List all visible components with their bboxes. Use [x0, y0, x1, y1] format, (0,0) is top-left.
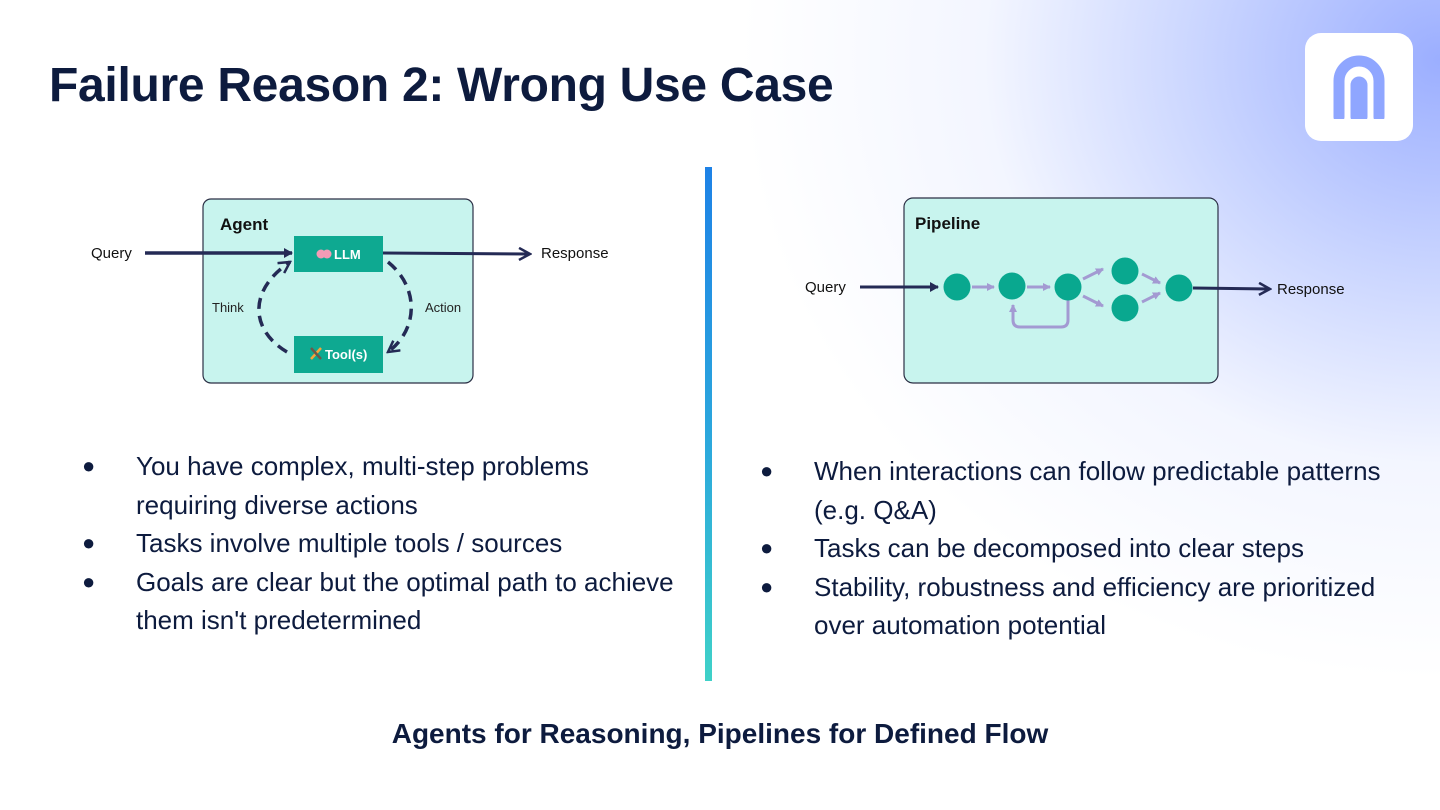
pipeline-box-label: Pipeline	[915, 214, 980, 233]
bullet-icon: ●	[82, 568, 96, 594]
bullet-icon: ●	[82, 453, 96, 478]
pipeline-response-arrow	[1192, 288, 1270, 289]
tool-node	[294, 336, 383, 373]
pipeline-edge-3-5	[1082, 294, 1104, 308]
pipeline-response-label: Response	[1277, 281, 1345, 298]
bullet-icon: ●	[760, 535, 774, 560]
pipeline-use-cases-list: ●When interactions can follow predictabl…	[760, 452, 1400, 645]
agent-box-label: Agent	[220, 215, 269, 234]
brain-icon	[316, 249, 332, 259]
bullet-icon: ●	[760, 458, 774, 483]
brand-logo-icon	[1333, 55, 1385, 119]
bullet-icon: ●	[82, 530, 96, 555]
pipeline-query-label: Query	[805, 279, 846, 296]
pipeline-node-4	[1111, 257, 1139, 285]
list-item: ●Stability, robustness and efficiency ar…	[760, 568, 1400, 645]
pipeline-node-3	[1054, 273, 1082, 301]
pipeline-edge-5-6	[1141, 291, 1161, 304]
list-item: ●When interactions can follow predictabl…	[760, 452, 1400, 529]
bullet-icon: ●	[760, 573, 774, 599]
pipeline-edge-3-4	[1082, 267, 1104, 281]
agent-use-cases-list: ●You have complex, multi-step problems r…	[82, 447, 682, 640]
llm-label: LLM	[334, 247, 361, 262]
think-loop-arrow	[257, 260, 290, 354]
pipeline-edge-4-6	[1141, 272, 1161, 285]
column-divider	[705, 167, 712, 681]
list-item: ●Tasks can be decomposed into clear step…	[760, 529, 1400, 568]
llm-node	[294, 236, 383, 272]
agent-response-arrow	[382, 253, 530, 254]
list-item: ●You have complex, multi-step problems r…	[82, 447, 682, 524]
action-label: Action	[425, 300, 461, 315]
brand-logo	[1305, 33, 1413, 141]
pipeline-node-5	[1111, 294, 1139, 322]
pipeline-node-1	[943, 273, 971, 301]
pipeline-diagram: Pipeline Query Response	[805, 197, 1345, 384]
pipeline-node-2	[998, 272, 1026, 300]
action-loop-arrow	[388, 260, 413, 352]
pipeline-loop-edge	[1009, 300, 1070, 329]
page-title: Failure Reason 2: Wrong Use Case	[49, 59, 834, 112]
footer-caption: Agents for Reasoning, Pipelines for Defi…	[391, 718, 1049, 749]
list-item: ●Tasks involve multiple tools / sources	[82, 524, 682, 563]
list-item: ●Goals are clear but the optimal path to…	[82, 563, 682, 640]
agent-query-label: Query	[91, 245, 132, 262]
agent-diagram: Agent Query LLM Response Think Action To…	[91, 198, 609, 384]
think-label: Think	[212, 300, 244, 315]
tools-icon	[310, 347, 322, 360]
tool-label: Tool(s)	[325, 347, 367, 362]
pipeline-node-6	[1165, 274, 1193, 302]
agent-response-label: Response	[541, 245, 609, 262]
